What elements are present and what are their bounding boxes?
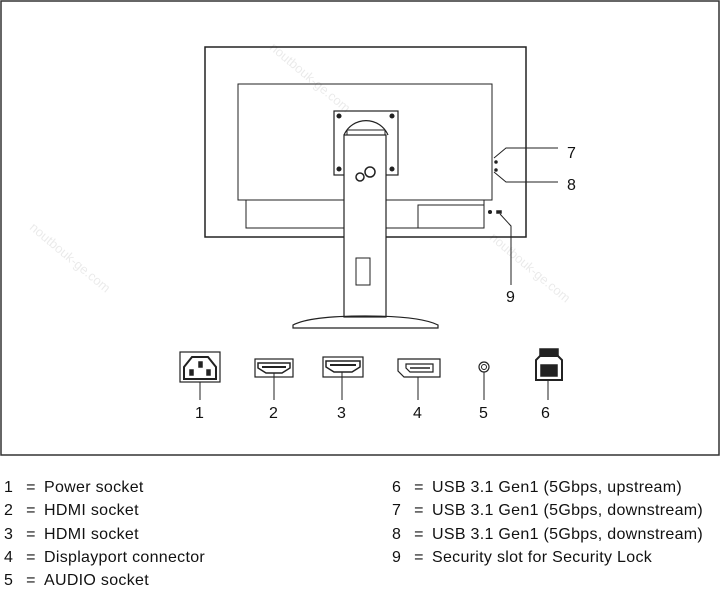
callout-5: 5	[479, 405, 488, 422]
callout-9: 9	[506, 289, 515, 306]
legend-eq: =	[26, 572, 36, 590]
legend-text: HDMI socket	[44, 525, 139, 543]
legend-num: 5	[4, 572, 14, 590]
legend-num: 9	[392, 548, 402, 566]
monitor-back	[204, 46, 558, 329]
legend-num: 7	[392, 502, 402, 520]
figure-frame	[0, 0, 720, 456]
legend-text: Power socket	[44, 479, 144, 496]
callout-7: 7	[567, 145, 576, 162]
legend-eq: =	[414, 479, 424, 496]
legend-num: 4	[4, 548, 14, 566]
legend-text: HDMI socket	[44, 502, 139, 520]
legend-right: 6 = USB 3.1 Gen1 (5Gbps, upstream) 7 = USB 3.…	[392, 476, 703, 569]
callout-3: 3	[337, 405, 346, 422]
callout-8: 8	[567, 177, 576, 194]
callout-6: 6	[541, 405, 550, 422]
legend-text: AUDIO socket	[44, 572, 149, 590]
legend-num: 3	[4, 525, 14, 543]
legend-eq: =	[26, 548, 36, 566]
legend-eq: =	[26, 525, 36, 543]
callout-2: 2	[269, 405, 278, 422]
legend-eq: =	[26, 502, 36, 520]
legend-text: Displayport connector	[44, 548, 206, 566]
legend-eq: =	[414, 502, 424, 520]
legend-item: 3 = HDMI socket	[4, 523, 205, 546]
legend-text: USB 3.1 Gen1 (5Gbps, downstream)	[432, 502, 704, 520]
callout-4: 4	[413, 405, 422, 422]
legend-item: 2 = HDMI socket	[4, 499, 205, 522]
hdmi-socket-icon	[254, 358, 294, 400]
legend-text: USB 3.1 Gen1 (5Gbps, downstream)	[432, 525, 704, 543]
legend-left: 1 = Power socket 2 = HDMI socket 3 = HDMI socket…	[4, 476, 205, 592]
usb-upstream-icon	[535, 348, 563, 400]
hdmi-socket-icon	[322, 356, 364, 400]
legend-eq: =	[414, 548, 424, 566]
legend-item: 1 = Power socket	[4, 476, 205, 499]
legend-eq: =	[26, 479, 36, 496]
legend-num: 1	[4, 479, 14, 496]
legend-item: 8 = USB 3.1 Gen1 (5Gbps, downstream)	[392, 523, 703, 546]
power-socket-icon	[179, 351, 221, 400]
legend-num: 8	[392, 525, 402, 543]
legend-text: USB 3.1 Gen1 (5Gbps, upstream)	[432, 479, 682, 496]
callout-1: 1	[195, 405, 204, 422]
legend-item: 5 = AUDIO socket	[4, 569, 205, 592]
legend-item: 4 = Displayport connector	[4, 546, 205, 569]
legend-num: 6	[392, 479, 402, 496]
legend-item: 9 = Security slot for Security Lock	[392, 546, 703, 569]
audio-socket-icon	[478, 361, 490, 400]
legend-item: 7 = USB 3.1 Gen1 (5Gbps, downstream)	[392, 499, 703, 522]
legend-num: 2	[4, 502, 14, 520]
displayport-icon	[397, 358, 441, 400]
legend-item: 6 = USB 3.1 Gen1 (5Gbps, upstream)	[392, 476, 703, 499]
legend-text: Security slot for Security Lock	[432, 548, 653, 566]
legend-eq: =	[414, 525, 424, 543]
